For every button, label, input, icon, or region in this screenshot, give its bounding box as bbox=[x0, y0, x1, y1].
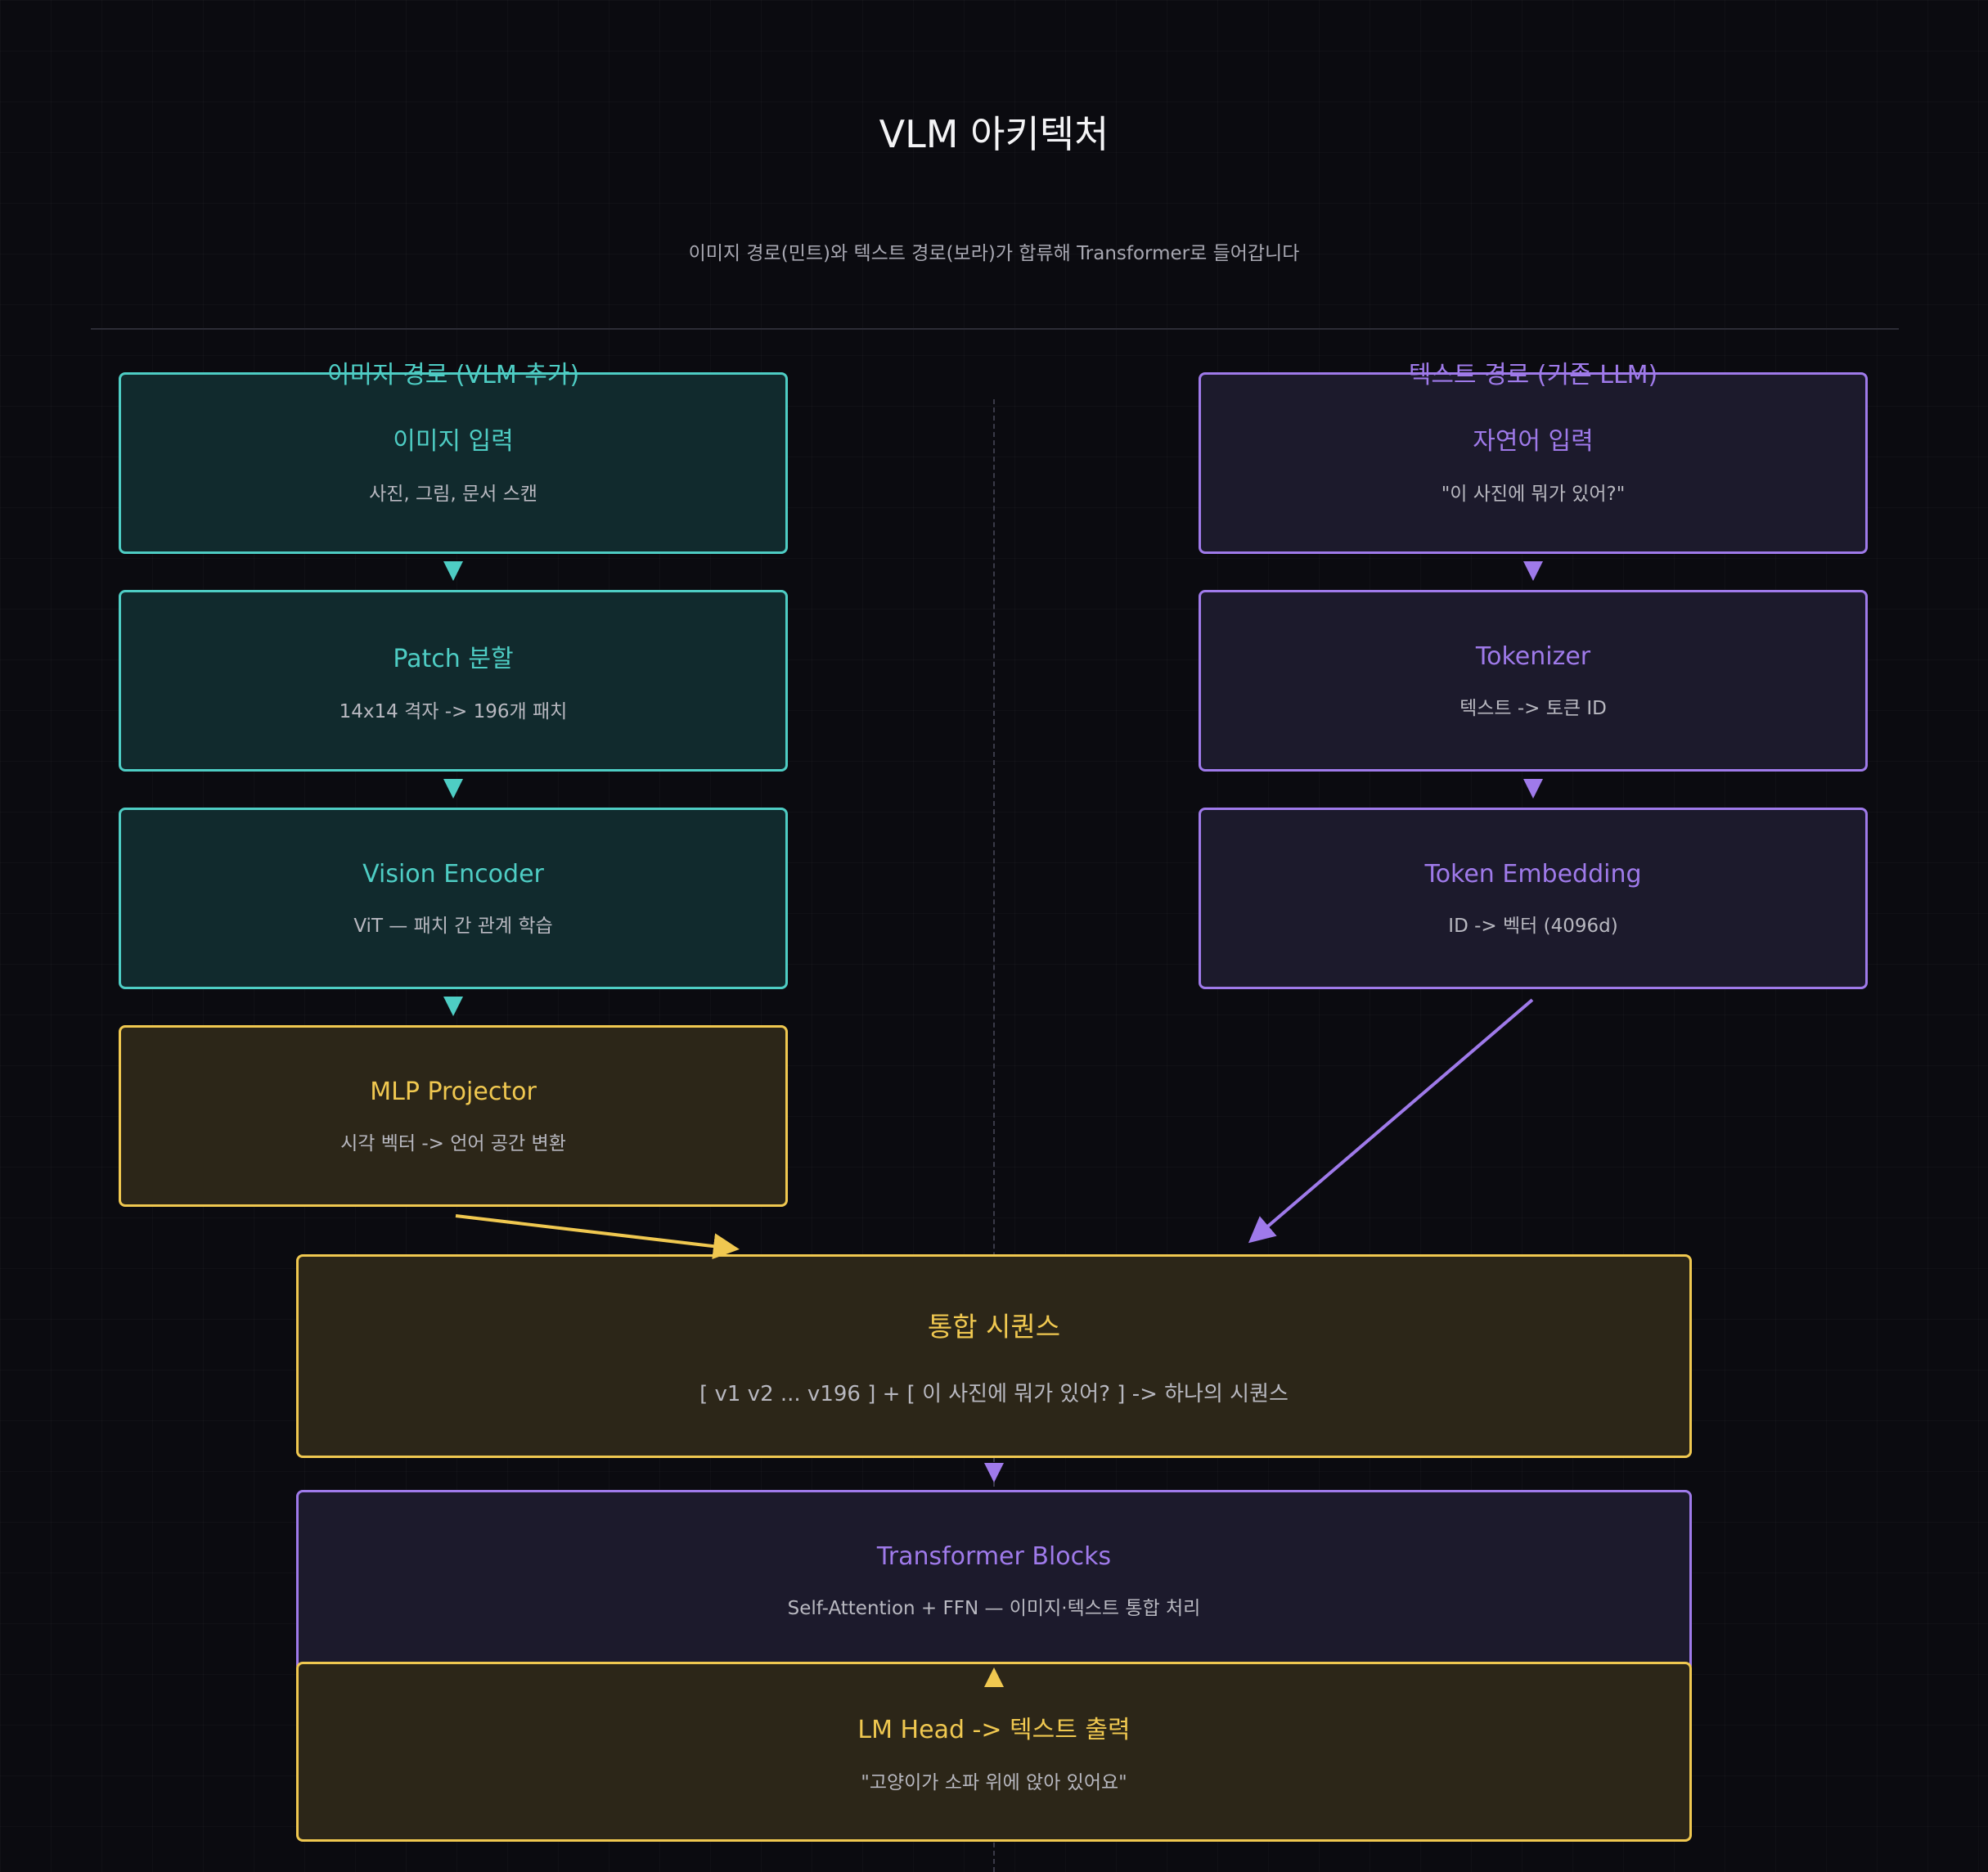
text-input-title: 자연어 입력 bbox=[1473, 427, 1594, 456]
arrow-projector-to-merged bbox=[455, 1214, 740, 1260]
image-input-box: 이미지 입력 사진, 그림, 문서 스캔 bbox=[119, 372, 788, 554]
mlp-projector-title: MLP Projector bbox=[370, 1077, 537, 1106]
arrow-embedding-to-merged bbox=[1248, 998, 1534, 1244]
page-title: VLM 아키텍처 bbox=[879, 112, 1109, 156]
patch-split-desc: 14x14 격자 -> 196개 패치 bbox=[339, 701, 568, 722]
tokenizer-title: Tokenizer bbox=[1475, 641, 1591, 671]
transformer-blocks-desc: Self-Attention + FFN — 이미지·텍스트 통합 처리 bbox=[787, 1597, 1201, 1619]
mlp-projector-desc: 시각 벡터 -> 언어 공간 변환 bbox=[340, 1132, 566, 1154]
merged-sequence-desc: [ v1 v2 ... v196 ] + [ 이 사진에 뭐가 있어? ] ->… bbox=[699, 1382, 1289, 1406]
lm-head-desc: "고양이가 소파 위에 앉아 있어요" bbox=[861, 1772, 1127, 1793]
lm-head-title: LM Head -> 텍스트 출력 bbox=[857, 1716, 1131, 1744]
patch-split-title: Patch 분할 bbox=[393, 645, 514, 673]
tokenizer-box: Tokenizer 텍스트 -> 토큰 ID bbox=[1199, 590, 1868, 772]
tokenizer-desc: 텍스트 -> 토큰 ID bbox=[1460, 697, 1607, 719]
patch-split-box: Patch 분할 14x14 격자 -> 196개 패치 bbox=[119, 590, 788, 772]
vision-encoder-desc: ViT — 패치 간 관계 학습 bbox=[353, 915, 553, 937]
mlp-projector-box: MLP Projector 시각 벡터 -> 언어 공간 변환 bbox=[119, 1025, 788, 1207]
lm-head-box: LM Head -> 텍스트 출력 "고양이가 소파 위에 앉아 있어요" bbox=[296, 1662, 1692, 1842]
vision-encoder-title: Vision Encoder bbox=[362, 859, 544, 889]
image-path-label: 이미지 경로 (VLM 추가) bbox=[326, 361, 580, 389]
transformer-blocks-title: Transformer Blocks bbox=[876, 1541, 1112, 1571]
merged-sequence-box: 통합 시퀀스 [ v1 v2 ... v196 ] + [ 이 사진에 뭐가 있… bbox=[296, 1254, 1692, 1458]
token-embedding-title: Token Embedding bbox=[1424, 859, 1642, 889]
transformer-blocks-box: Transformer Blocks Self-Attention + FFN … bbox=[296, 1490, 1692, 1672]
vision-encoder-box: Vision Encoder ViT — 패치 간 관계 학습 bbox=[119, 808, 788, 989]
center-divider bbox=[993, 399, 995, 1872]
image-input-title: 이미지 입력 bbox=[393, 427, 514, 456]
token-embedding-box: Token Embedding ID -> 벡터 (4096d) bbox=[1199, 808, 1868, 989]
merged-sequence-title: 통합 시퀀스 bbox=[927, 1311, 1061, 1343]
text-input-box: 자연어 입력 "이 사진에 뭐가 있어?" bbox=[1199, 372, 1868, 554]
image-input-desc: 사진, 그림, 문서 스캔 bbox=[369, 484, 537, 505]
text-input-desc: "이 사진에 뭐가 있어?" bbox=[1441, 484, 1626, 505]
token-embedding-desc: ID -> 벡터 (4096d) bbox=[1448, 915, 1618, 937]
header-divider bbox=[91, 328, 1899, 330]
text-path-label: 텍스트 경로 (기존 LLM) bbox=[1408, 361, 1658, 389]
page-subtitle: 이미지 경로(민트)와 텍스트 경로(보라)가 합류해 Transformer로… bbox=[688, 243, 1300, 264]
